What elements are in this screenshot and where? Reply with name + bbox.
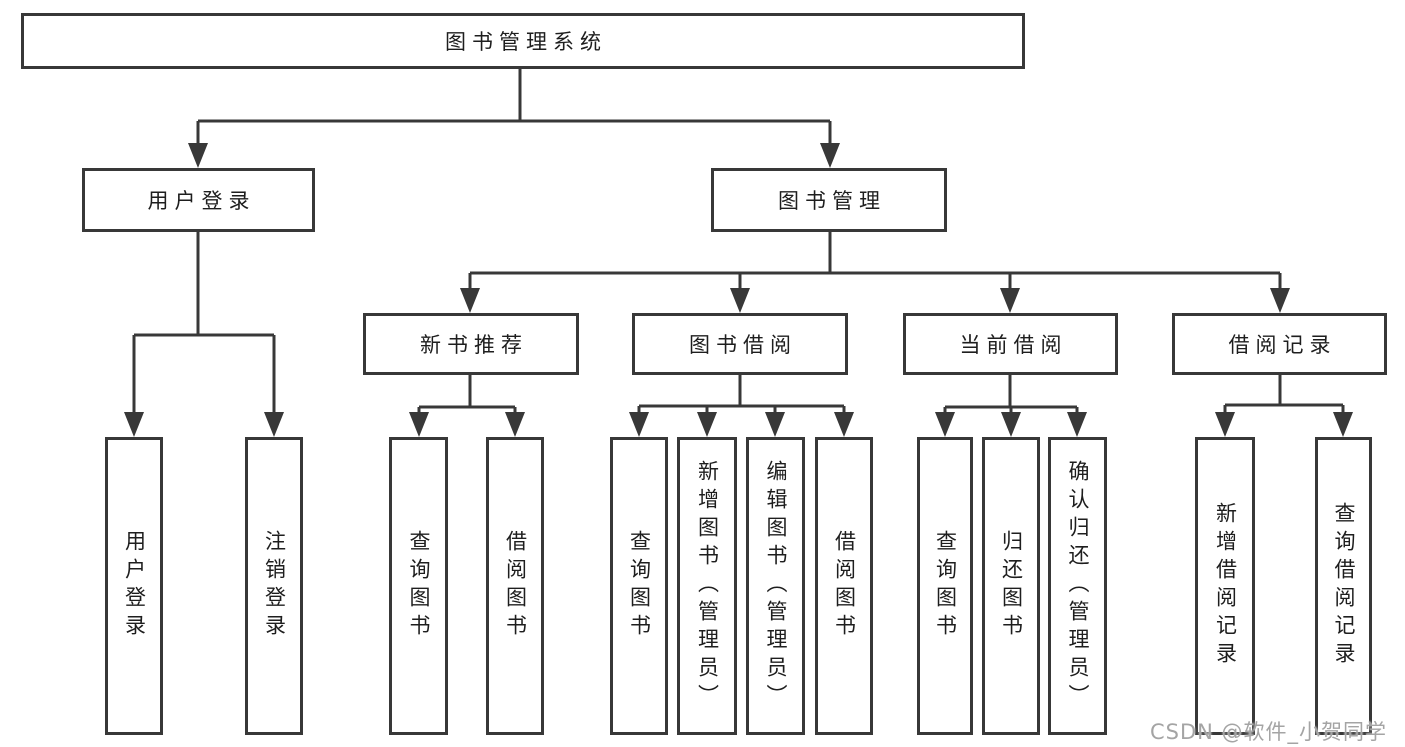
leaf-query-books-borrow: 查询图书 <box>610 437 668 735</box>
leaf-add-book-admin: 新增图书（管理员） <box>677 437 737 735</box>
leaf-edit-book-admin: 编辑图书（管理员） <box>746 437 805 735</box>
leaf-borrow-books-recommend: 借阅图书 <box>486 437 544 735</box>
leaf-confirm-return-admin: 确认归还（管理员） <box>1048 437 1107 735</box>
node-current-borrow-label: 当前借阅 <box>959 333 1068 357</box>
node-user-login-label: 用户登录 <box>147 189 256 213</box>
leaf-query-borrow-record-label: 查询借阅记录 <box>1332 502 1356 670</box>
leaf-user-login-label: 用户登录 <box>122 530 147 642</box>
leaf-add-book-admin-label: 新增图书（管理员） <box>695 460 720 712</box>
leaf-logout-label: 注销登录 <box>262 530 287 642</box>
arrowheads <box>124 143 1353 437</box>
leaf-query-books-current-label: 查询图书 <box>933 530 958 642</box>
leaf-borrow-books: 借阅图书 <box>815 437 873 735</box>
node-current-borrow: 当前借阅 <box>903 313 1118 375</box>
node-system-root-label: 图书管理系统 <box>445 30 607 54</box>
leaf-edit-book-admin-label: 编辑图书（管理员） <box>764 460 788 712</box>
leaf-add-borrow-record-label: 新增借阅记录 <box>1213 502 1238 670</box>
leaf-logout: 注销登录 <box>245 437 303 735</box>
node-book-borrow-label: 图书借阅 <box>689 333 797 357</box>
leaf-add-borrow-record: 新增借阅记录 <box>1195 437 1255 735</box>
node-borrow-records-label: 借阅记录 <box>1228 333 1337 357</box>
leaf-borrow-books-recommend-label: 借阅图书 <box>503 530 528 642</box>
leaf-query-borrow-record: 查询借阅记录 <box>1315 437 1372 735</box>
leaf-query-books-recommend-label: 查询图书 <box>407 530 431 642</box>
node-book-management: 图书管理 <box>711 168 947 232</box>
csdn-watermark: CSDN @软件_小贺同学 <box>1150 720 1388 744</box>
node-new-book-recommend-label: 新书推荐 <box>420 333 528 357</box>
leaf-return-books: 归还图书 <box>982 437 1040 735</box>
leaf-borrow-books-label: 借阅图书 <box>832 530 857 642</box>
leaf-confirm-return-admin-label: 确认归还（管理员） <box>1066 460 1090 712</box>
leaf-query-books-borrow-label: 查询图书 <box>627 530 652 642</box>
node-user-login: 用户登录 <box>82 168 315 232</box>
node-system-root: 图书管理系统 <box>21 13 1025 69</box>
leaf-return-books-label: 归还图书 <box>999 530 1024 642</box>
leaf-query-books-recommend: 查询图书 <box>389 437 448 735</box>
node-new-book-recommend: 新书推荐 <box>363 313 579 375</box>
leaf-user-login: 用户登录 <box>105 437 163 735</box>
node-borrow-records: 借阅记录 <box>1172 313 1387 375</box>
node-book-management-label: 图书管理 <box>778 189 886 213</box>
node-book-borrow: 图书借阅 <box>632 313 848 375</box>
leaf-query-books-current: 查询图书 <box>917 437 973 735</box>
